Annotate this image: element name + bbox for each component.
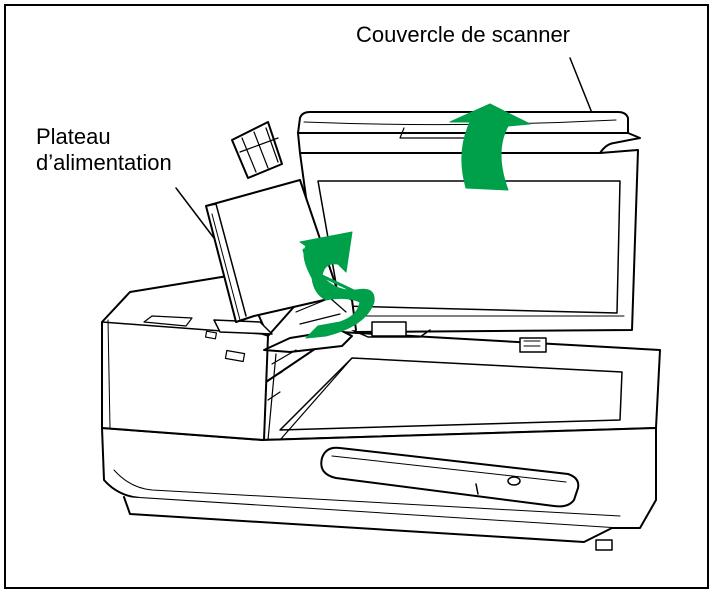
tray-leader-line (175, 187, 221, 247)
tray-arrow-icon (299, 231, 375, 339)
feed-tray (205, 121, 337, 323)
feed-tray-label-line1: Plateau (36, 124, 111, 149)
scanner-cover-label: Couvercle de scanner (356, 22, 571, 47)
cover-arrow-icon (449, 103, 531, 191)
feed-tray-label: Plateau d’alimentation (36, 124, 172, 176)
feed-tray-label-line2: d’alimentation (36, 150, 172, 175)
